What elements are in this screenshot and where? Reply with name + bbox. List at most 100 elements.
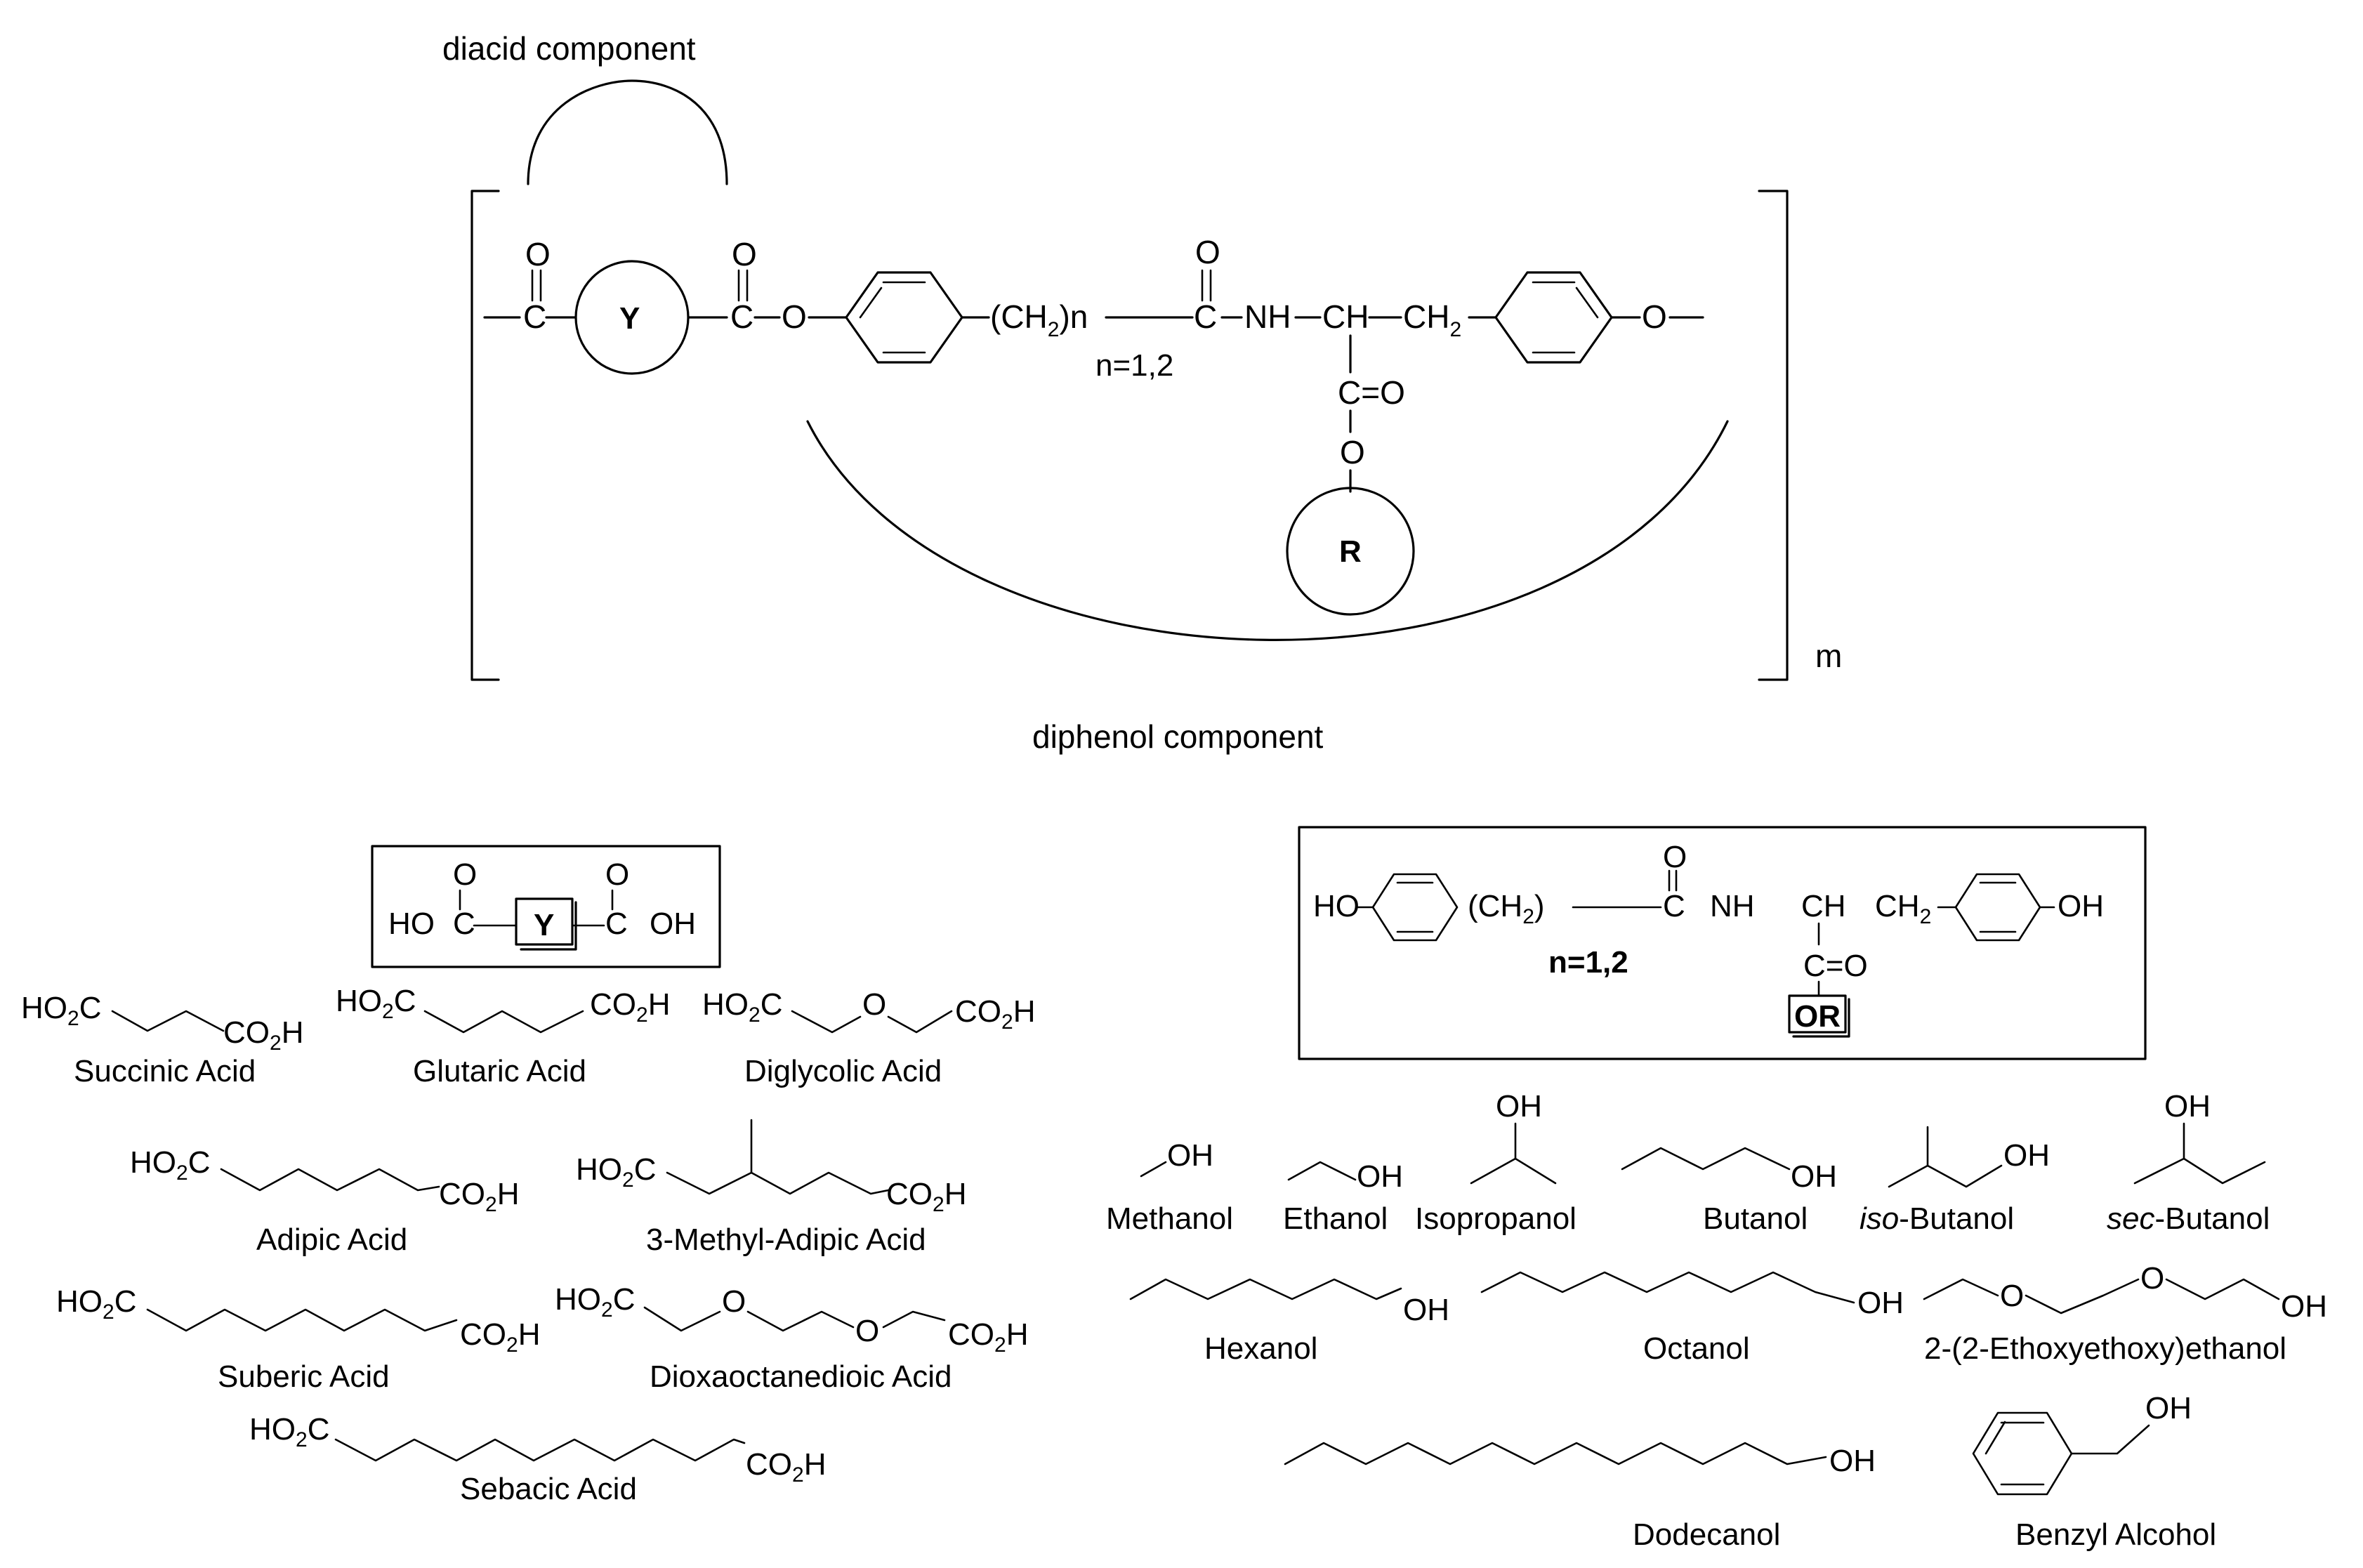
- benzene-ring: [1954, 873, 2041, 942]
- ether-o: O: [855, 1314, 879, 1348]
- 3-methyl-adipic-acid: HO2C CO2H 3-Methyl-Adipic Acid: [576, 1119, 966, 1257]
- left-bracket: [470, 190, 500, 681]
- box-frame: [371, 845, 721, 968]
- suberic-acid: HO2C CO2H Suberic Acid: [56, 1284, 540, 1394]
- nh-group: NH: [1244, 298, 1291, 335]
- ether-o: O: [722, 1284, 746, 1319]
- oh-label: OH: [1829, 1444, 1876, 1478]
- oh-label: OH: [2145, 1391, 2192, 1425]
- acid-name: Dioxaoctanedioic Acid: [650, 1359, 952, 1394]
- alcohol-name: sec-Butanol: [2107, 1201, 2270, 1236]
- benzene-ring: [1371, 873, 1459, 942]
- dioxaoctanedioic-acid: HO2C O O CO2H Dioxaoctanedioic Acid: [555, 1282, 1028, 1394]
- carbon-chain: [1923, 1278, 1999, 1300]
- diphenol-arc: [806, 420, 1729, 641]
- carbon-chain: [882, 1310, 946, 1329]
- carbon-chain: [2025, 1278, 2140, 1315]
- alcohol-name: Ethanol: [1283, 1201, 1388, 1236]
- or-label: OR: [1794, 999, 1841, 1034]
- carbon-chain: [1140, 1161, 1167, 1178]
- o-label: O: [605, 857, 629, 892]
- benzene-ring: [1494, 271, 1613, 364]
- oh-label: OH: [2164, 1089, 2211, 1124]
- co2h-label: CO2H: [439, 1177, 519, 1216]
- right-bracket: [1758, 190, 1789, 681]
- diglycolic-acid: HO2C O CO2H Diglycolic Acid: [702, 987, 1035, 1088]
- aromatic-bond: [859, 286, 883, 319]
- oh-label: OH: [1357, 1159, 1403, 1194]
- c-label: C: [453, 907, 475, 941]
- alcohol-name: Isopropanol: [1415, 1201, 1577, 1236]
- oh-label: OH: [1496, 1089, 1542, 1124]
- alcohol-name: Methanol: [1106, 1201, 1233, 1236]
- sebacic-acid: HO2C CO2H Sebacic Acid: [249, 1412, 826, 1506]
- carbonyl-o-1: O: [525, 236, 551, 272]
- acid-name: Suberic Acid: [218, 1359, 390, 1394]
- c-eq-o: C=O: [1803, 949, 1868, 983]
- amide-c: C: [1194, 298, 1217, 335]
- acid-name: Sebacic Acid: [460, 1472, 637, 1506]
- carbon-chain: [1621, 1147, 1791, 1171]
- carbon-chain: [2133, 1157, 2266, 1185]
- carbon-chain: [146, 1308, 458, 1332]
- oh-label: OH: [1857, 1286, 1904, 1320]
- ho2c-label: HO2C: [576, 1152, 656, 1192]
- aromatic-bond: [1575, 286, 1599, 319]
- octanol: OH Octanol: [1480, 1271, 1904, 1366]
- amide-o: O: [1195, 234, 1220, 270]
- alcohol-name: Octanol: [1643, 1331, 1750, 1366]
- y-box: [515, 897, 574, 946]
- ether-o: O: [862, 987, 886, 1022]
- carbon-chain: [423, 1010, 584, 1034]
- c-label: C: [605, 907, 628, 941]
- ch2-group: CH2: [1403, 298, 1461, 341]
- oh-label: OH: [2058, 889, 2104, 923]
- pendant-o: O: [1340, 434, 1365, 470]
- box-frame: [1298, 826, 2147, 1060]
- ether-o: O: [1642, 298, 1667, 335]
- carbon-chain: [1480, 1271, 1855, 1304]
- diacid-component-label: diacid component: [442, 30, 696, 67]
- ether-o: O: [2140, 1261, 2164, 1296]
- pendant-c: C=O: [1338, 374, 1405, 411]
- polymer-structure: diacid component m C O Y C O O (CH2)n n=…: [442, 30, 1842, 755]
- oh-label: OH: [2003, 1138, 2050, 1173]
- diacid-general-box: HO C O Y C O OH: [371, 845, 721, 968]
- alcohol-name: Benzyl Alcohol: [2015, 1517, 2216, 1552]
- or-box: [1788, 994, 1847, 1034]
- benzene-ring: [845, 271, 963, 364]
- y-box-shadow: [520, 901, 577, 951]
- carbon-chain: [2165, 1278, 2280, 1300]
- diphenol-component-label: diphenol component: [1032, 718, 1324, 755]
- ch-group: CH: [1322, 298, 1369, 335]
- diphenol-general-box: HO (CH2) n=1,2 C O NH CH CH2 OH C=O OR: [1298, 826, 2147, 1060]
- r-label: R: [1339, 534, 1362, 569]
- r-ring: [1286, 487, 1415, 616]
- carbon-chain: [334, 1438, 746, 1462]
- acid-name: 3-Methyl-Adipic Acid: [646, 1223, 926, 1257]
- carbon-chain: [746, 1310, 855, 1332]
- alcohol-name: 2-(2-Ethoxyethoxy)ethanol: [1924, 1331, 2286, 1366]
- co2h-label: CO2H: [886, 1177, 966, 1216]
- oh-label: OH: [1403, 1293, 1449, 1327]
- ho2c-label: HO2C: [555, 1282, 635, 1322]
- ho-label: HO: [388, 907, 435, 941]
- sec-butanol: OH sec-Butanol: [2107, 1089, 2270, 1236]
- carbon-chain: [1888, 1164, 2003, 1188]
- carbon-chain: [111, 1010, 225, 1032]
- carbonyl-c-1: C: [523, 298, 546, 335]
- iso-butanol: OH iso-Butanol: [1860, 1126, 2050, 1236]
- ho2c-label: HO2C: [21, 991, 101, 1030]
- o-label: O: [453, 857, 477, 892]
- carbon-chain: [1470, 1157, 1557, 1185]
- carbon-chain: [887, 1010, 953, 1034]
- ch2n-group: (CH2)n: [990, 298, 1088, 341]
- ho2c-label: HO2C: [336, 984, 416, 1023]
- co2h-label: CO2H: [955, 994, 1035, 1034]
- ch2-group: (CH2): [1468, 889, 1545, 928]
- carbonyl-c-2: C: [730, 298, 753, 335]
- co2h-label: CO2H: [590, 987, 670, 1027]
- ethoxyethoxyethanol: O O OH 2-(2-Ethoxyethoxy)ethanol: [1923, 1261, 2327, 1366]
- ho2c-label: HO2C: [56, 1284, 136, 1324]
